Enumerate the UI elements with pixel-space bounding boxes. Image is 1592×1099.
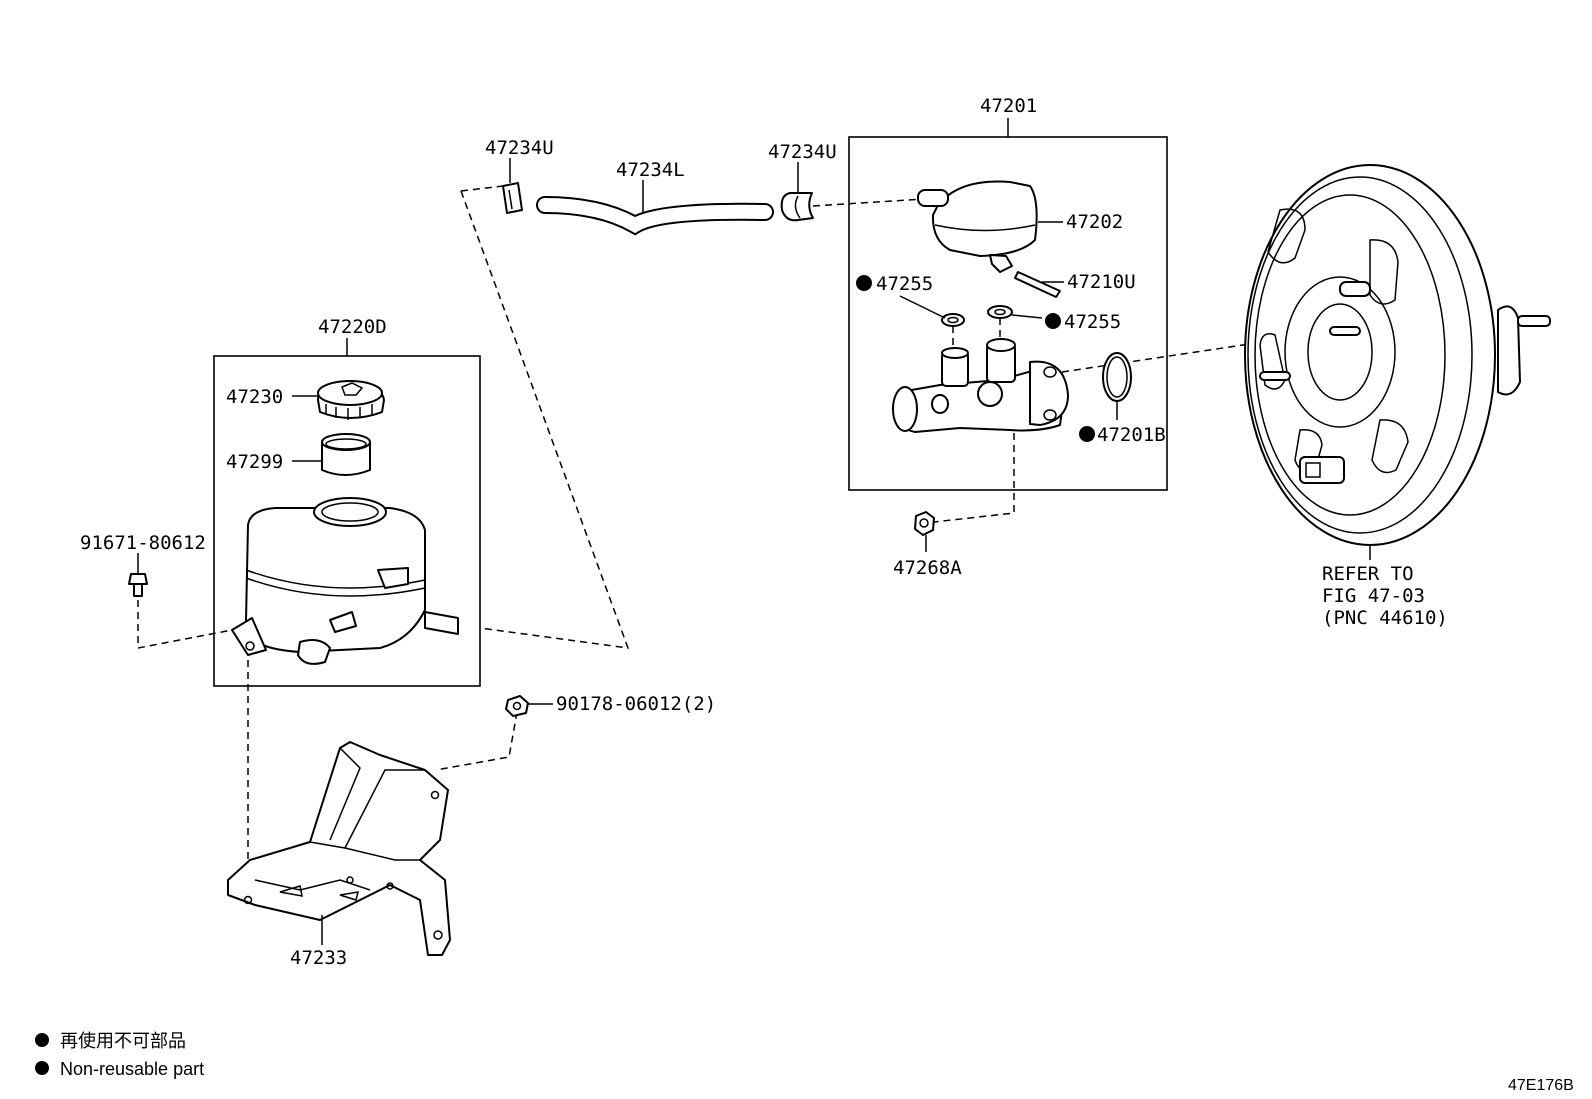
o-ring-47201B: [1102, 352, 1132, 402]
brake-booster: [1244, 164, 1551, 546]
nut-90178-06012: [505, 695, 529, 717]
refer-text-line1: REFER TO: [1322, 563, 1414, 585]
label-47220D: 47220D: [318, 316, 387, 338]
label-47202: 47202: [1066, 211, 1123, 233]
refer-text-line2: FIG 47-03: [1322, 585, 1425, 607]
legend-english: Non-reusable part: [60, 1059, 204, 1079]
grommet-47255-left: [941, 313, 965, 327]
hose-47234L: [536, 196, 774, 236]
bolt-91671-80612: [128, 573, 148, 597]
label-47299: 47299: [226, 451, 283, 473]
cap-47230: [317, 380, 385, 420]
hose-clamp-right: [780, 192, 814, 222]
bracket-47233: [227, 741, 451, 956]
figure-code: 47E176B: [1508, 1077, 1574, 1094]
label-47255-right: 47255: [1064, 311, 1121, 333]
non-reusable-bullet: [1045, 313, 1061, 329]
reservoir-47202: [917, 180, 1038, 273]
label-47255-left: 47255: [876, 273, 933, 295]
legend-bullet-icon: [35, 1061, 49, 1075]
strainer-47299: [321, 433, 371, 476]
label-47234L: 47234L: [616, 159, 685, 181]
grommet-47255-right: [987, 305, 1013, 319]
nut-47268A: [914, 511, 935, 536]
label-47210U: 47210U: [1067, 271, 1136, 293]
label-47233: 47233: [290, 947, 347, 969]
label-47234U-right: 47234U: [768, 141, 837, 163]
label-91671-80612: 91671-80612: [80, 532, 206, 554]
label-47201: 47201: [980, 95, 1037, 117]
master-cylinder-body: [892, 338, 1069, 433]
label-90178-06012: 90178-06012(2): [556, 693, 716, 715]
reservoir-tank-47220D: [231, 497, 459, 665]
label-47234U-left: 47234U: [485, 137, 554, 159]
legend-bullet-icon: [35, 1033, 49, 1047]
pin-47210U: [1014, 271, 1061, 298]
label-47268A: 47268A: [893, 557, 962, 579]
non-reusable-bullet: [1079, 426, 1095, 442]
label-47230: 47230: [226, 386, 283, 408]
refer-text-line3: (PNC 44610): [1322, 607, 1448, 629]
hose-clamp-left: [502, 182, 523, 214]
label-47201B: 47201B: [1097, 424, 1166, 446]
legend-japanese: 再使用不可部品: [60, 1031, 186, 1051]
non-reusable-bullet: [856, 275, 872, 291]
